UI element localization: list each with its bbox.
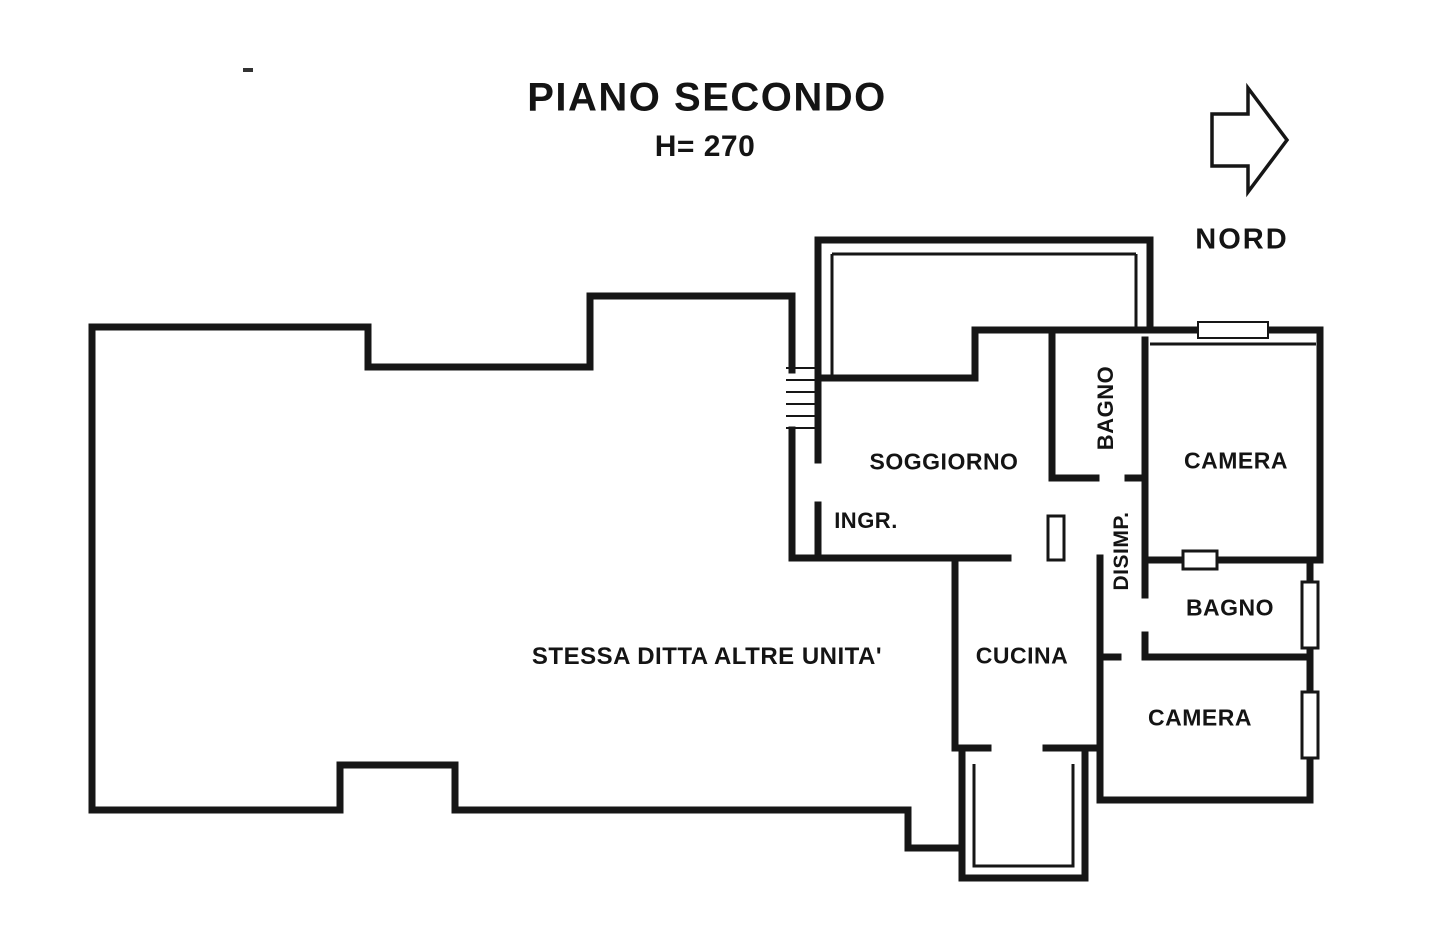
room-label-ingresso: INGR.: [834, 508, 898, 533]
soggiorno-top-wall: [814, 326, 979, 382]
annotation-other-units: STESSA DITTA ALTRE UNITA': [531, 643, 883, 670]
left-unit-bottom-wall: [88, 761, 912, 814]
room-label-camera-bottom: CAMERA: [1148, 704, 1252, 731]
room-label-bagno-top: BAGNO: [1093, 365, 1118, 451]
room-label-cucina: CUCINA: [975, 642, 1069, 669]
room-label-soggiorno: SOGGIORNO: [869, 448, 1019, 475]
bottom-step-wall: [904, 806, 966, 852]
walls: [88, 236, 1324, 882]
north-arrow-icon: [1210, 82, 1290, 198]
room-label-bagno-mid: BAGNO: [1185, 594, 1275, 621]
thin-lines: [830, 252, 1316, 868]
door-marker-camera-top: [1181, 549, 1219, 571]
north-label: NORD: [1195, 223, 1289, 256]
left-unit-top-wall: [88, 292, 796, 371]
window-marker-bagno: [1300, 580, 1320, 650]
terrace-outer-wall: [814, 236, 1154, 334]
height-label: H= 270: [654, 130, 756, 163]
balcony-inner-line: [972, 764, 1075, 868]
door-jamb-marker: [1046, 514, 1066, 562]
balcony-outer-wall: [958, 748, 1089, 882]
room-label-camera-top: CAMERA: [1184, 447, 1288, 474]
window-marker-camera: [1300, 690, 1320, 760]
window-marker-top: [1197, 321, 1269, 339]
stairs-hatch: [786, 367, 816, 429]
room-label-disimpegno: DISIMP.: [1110, 511, 1133, 591]
scan-speck: [243, 68, 253, 72]
page-title: PIANO SECONDO: [527, 75, 887, 120]
